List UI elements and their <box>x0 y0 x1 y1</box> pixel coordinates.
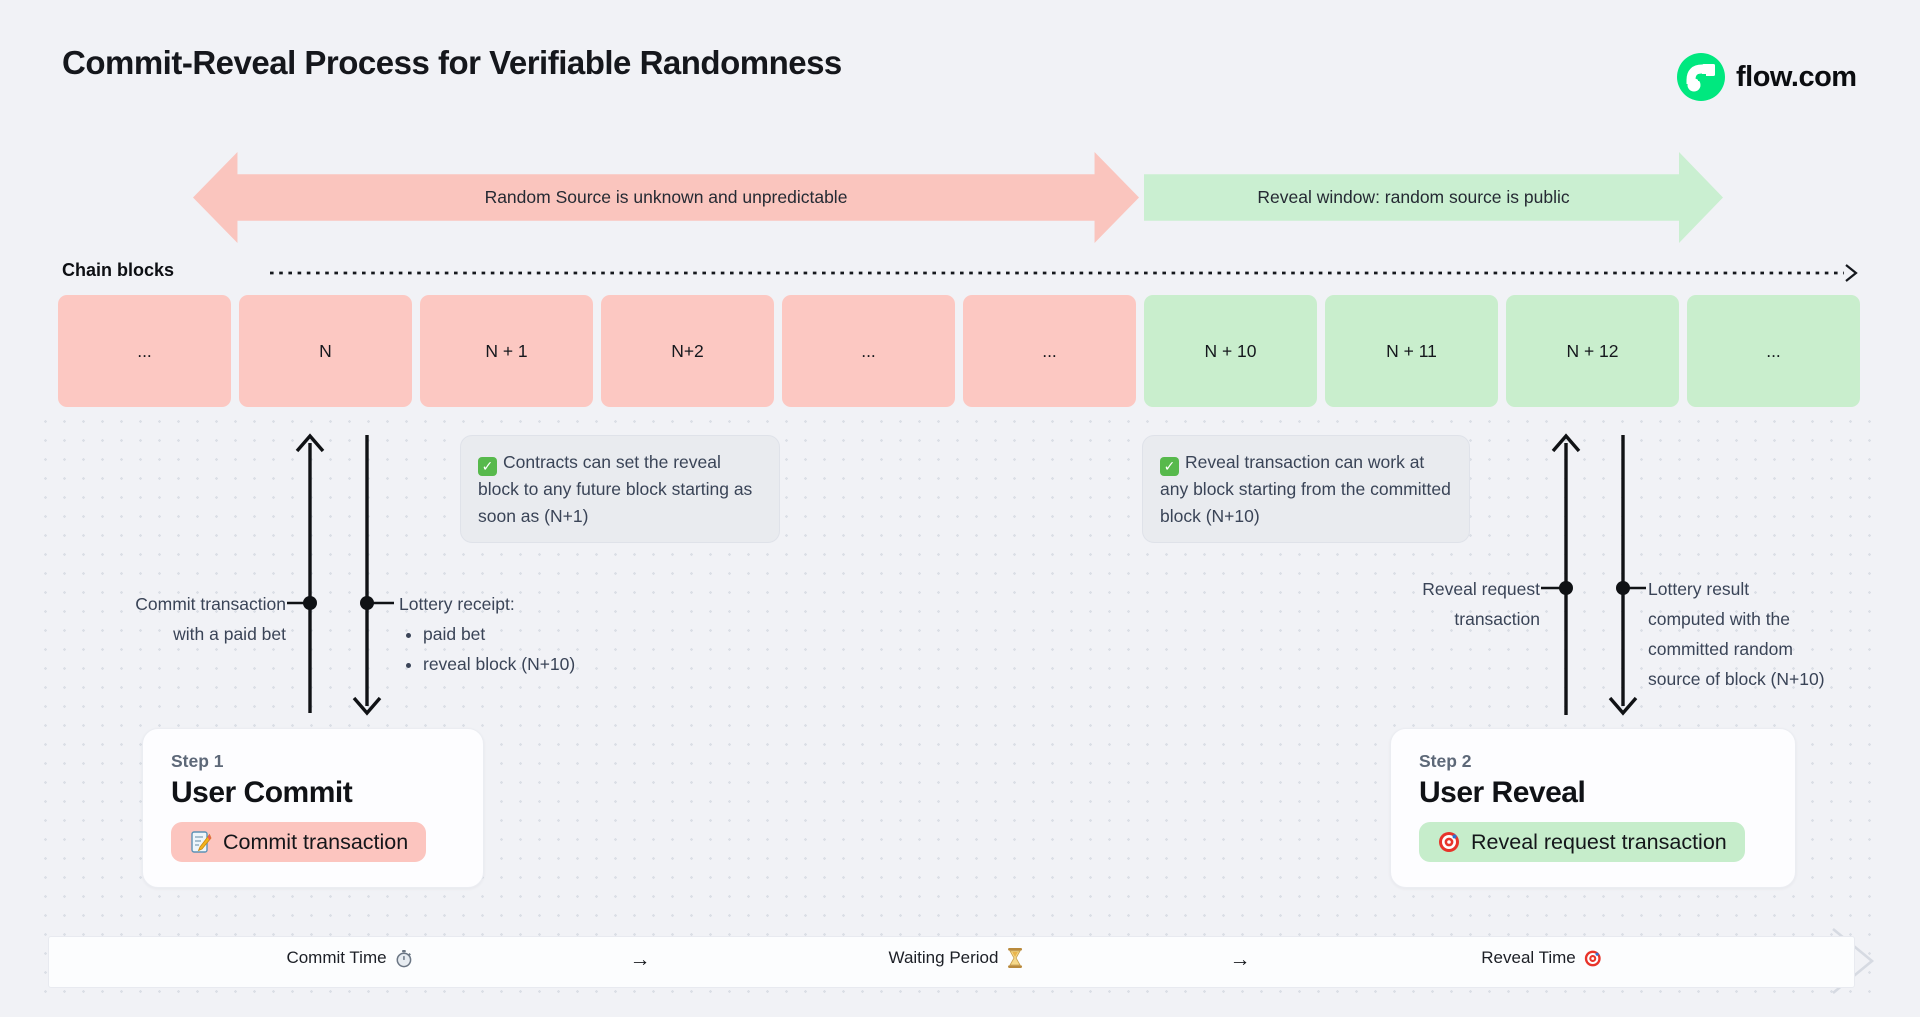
commit-transaction-button[interactable]: Commit transaction <box>171 822 427 862</box>
memo-icon <box>189 830 213 854</box>
stopwatch-icon <box>395 949 414 968</box>
lottery-result-label: Lottery result computed with the committ… <box>1648 579 1825 689</box>
target-icon <box>1437 830 1461 854</box>
reveal-request-button[interactable]: Reveal request transaction <box>1419 822 1745 862</box>
check-icon: ✓ <box>478 457 497 477</box>
waiting-period-item: Waiting Period <box>889 948 1024 968</box>
chain-blocks-row: ... N N + 1 N+2 ... ... N + 10 N + 11 N … <box>58 295 1860 407</box>
note-commit-text: Contracts can set the reveal block to an… <box>478 452 753 526</box>
step-2-label: Step 2 <box>1419 751 1472 771</box>
chain-blocks-label: Chain blocks <box>62 260 175 280</box>
step-1-card: Step 1 User Commit Commit transaction <box>142 728 484 888</box>
dot-grid-background <box>36 412 1884 1008</box>
unknown-phase-arrow: Random Source is unknown and unpredictab… <box>193 152 1139 243</box>
lottery-receipt-label: Lottery receipt: paid bet reveal block (… <box>399 589 575 679</box>
phase-arrow-2: → <box>1229 948 1251 971</box>
chain-block: N + 11 <box>1325 295 1498 407</box>
note-reveal-text: Reveal transaction can work at any block… <box>1160 452 1451 526</box>
chain-block: N + 12 <box>1506 295 1679 407</box>
flow-logo-text: flow.com <box>1736 60 1857 93</box>
chain-block: ... <box>782 295 955 407</box>
chain-block: N + 1 <box>420 295 593 407</box>
target-icon <box>1584 949 1603 968</box>
chain-block: ... <box>1687 295 1860 407</box>
chain-block: N + 10 <box>1144 295 1317 407</box>
chain-block: N+2 <box>601 295 774 407</box>
step-1-title: User Commit <box>171 776 353 809</box>
chain-block: ... <box>963 295 1136 407</box>
unknown-phase-label: Random Source is unknown and unpredictab… <box>484 187 848 207</box>
note-reveal-window: ✓Reveal transaction can work at any bloc… <box>1142 435 1470 544</box>
flow-logo: flow.com <box>1677 53 1857 101</box>
step-2-card: Step 2 User Reveal Reveal request transa… <box>1390 728 1796 888</box>
commit-button-label: Commit transaction <box>223 829 409 854</box>
page-title: Commit-Reveal Process for Verifiable Ran… <box>62 44 842 81</box>
reveal-request-label: Reveal request transaction <box>1422 579 1540 629</box>
commit-transaction-label: Commit transaction with a paid bet <box>135 594 286 644</box>
flow-logo-icon <box>1677 53 1725 101</box>
reveal-phase-label: Reveal window: random source is public <box>1257 187 1570 207</box>
reveal-button-label: Reveal request transaction <box>1471 829 1727 854</box>
check-icon: ✓ <box>1160 457 1179 477</box>
chain-timeline-dotted-arrow <box>268 263 1860 283</box>
hourglass-icon <box>1006 948 1023 968</box>
time-phases-bar <box>48 936 1855 988</box>
reveal-time-item: Reveal Time <box>1481 948 1602 968</box>
chain-block: ... <box>58 295 231 407</box>
step-2-title: User Reveal <box>1419 776 1586 809</box>
step-1-label: Step 1 <box>171 751 224 771</box>
note-commit-window: ✓Contracts can set the reveal block to a… <box>460 435 780 544</box>
commit-time-item: Commit Time <box>286 948 413 968</box>
reveal-phase-arrow: Reveal window: random source is public <box>1144 152 1723 243</box>
chain-block: N <box>239 295 412 407</box>
phase-arrow-1: → <box>629 948 651 971</box>
